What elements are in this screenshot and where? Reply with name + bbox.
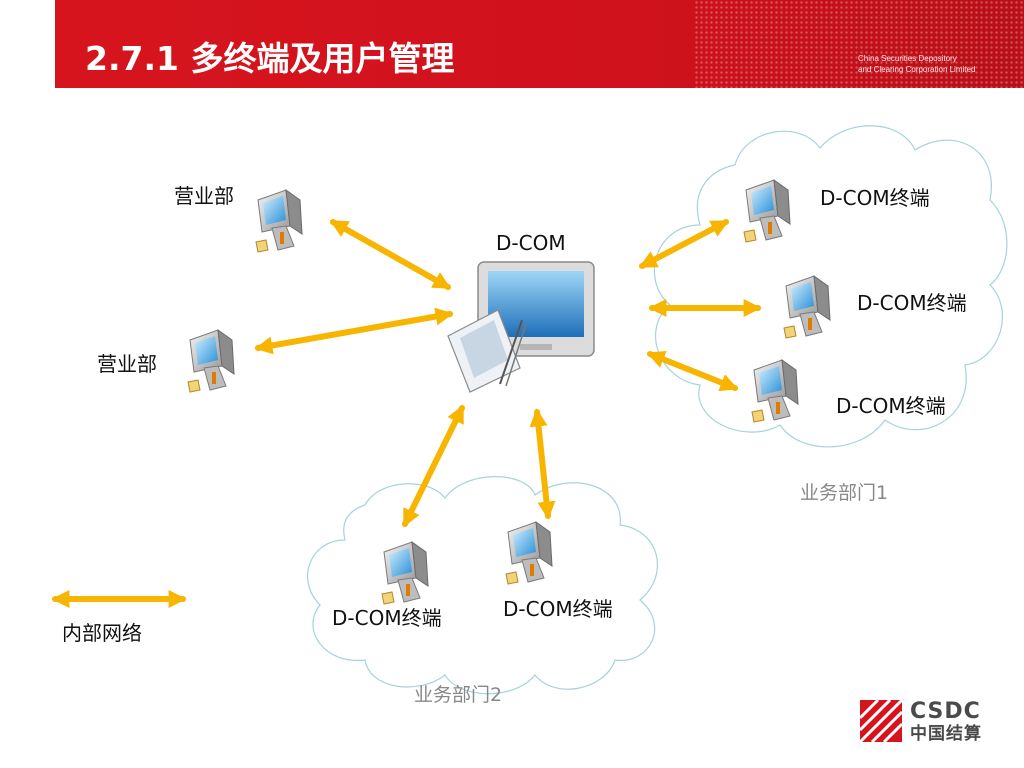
node-label-dept1-t1: D-COM终端: [820, 186, 930, 210]
node-label-dept1-t3: D-COM终端: [836, 394, 946, 418]
group-label-dept1: 业务部门1: [800, 482, 889, 504]
node-label-dept2-t2: D-COM终端: [503, 597, 613, 621]
node-label-branch-mid: 营业部: [97, 352, 157, 376]
csdc-logo-text: CSDC 中国结算: [910, 699, 982, 745]
left-margin: [0, 0, 55, 88]
logo-cn: 中国结算: [910, 724, 982, 744]
arrow-dept2-t2: [529, 408, 556, 520]
arrow-branch-mid: [254, 307, 454, 355]
node-label-dept2-t1: D-COM终端: [332, 606, 442, 630]
world-map-pattern: [694, 0, 1024, 88]
pc-icon-branch-mid: [187, 329, 235, 393]
dcom-server-icon: [447, 261, 595, 393]
legend-label: 内部网络: [62, 621, 142, 645]
org-name: China Securities Depository and Clearing…: [858, 53, 975, 75]
node-label-center: D-COM: [496, 231, 566, 255]
arrow-dept1-t3: [646, 350, 739, 392]
logo-en: CSDC: [910, 699, 981, 724]
pc-icon-branch-top: [255, 189, 303, 253]
cloud-dept2: [307, 476, 658, 695]
title-banner: [55, 0, 1024, 88]
group-label-dept2: 业务部门2: [414, 684, 503, 706]
link-arrows: [51, 219, 762, 608]
arrow-branch-top: [329, 219, 452, 290]
node-label-branch-top: 营业部: [174, 184, 234, 208]
slide-title: 2.7.1 多终端及用户管理: [85, 39, 455, 78]
arrow-dept2-t1: [402, 404, 465, 528]
arrow-dept1-t1: [638, 219, 730, 269]
node-label-dept1-t2: D-COM终端: [857, 291, 967, 315]
org-name-line2: and Clearing Corporation Limited: [858, 65, 976, 74]
csdc-logo-mark: [858, 698, 904, 744]
org-name-line1: China Securities Depository: [858, 54, 957, 63]
